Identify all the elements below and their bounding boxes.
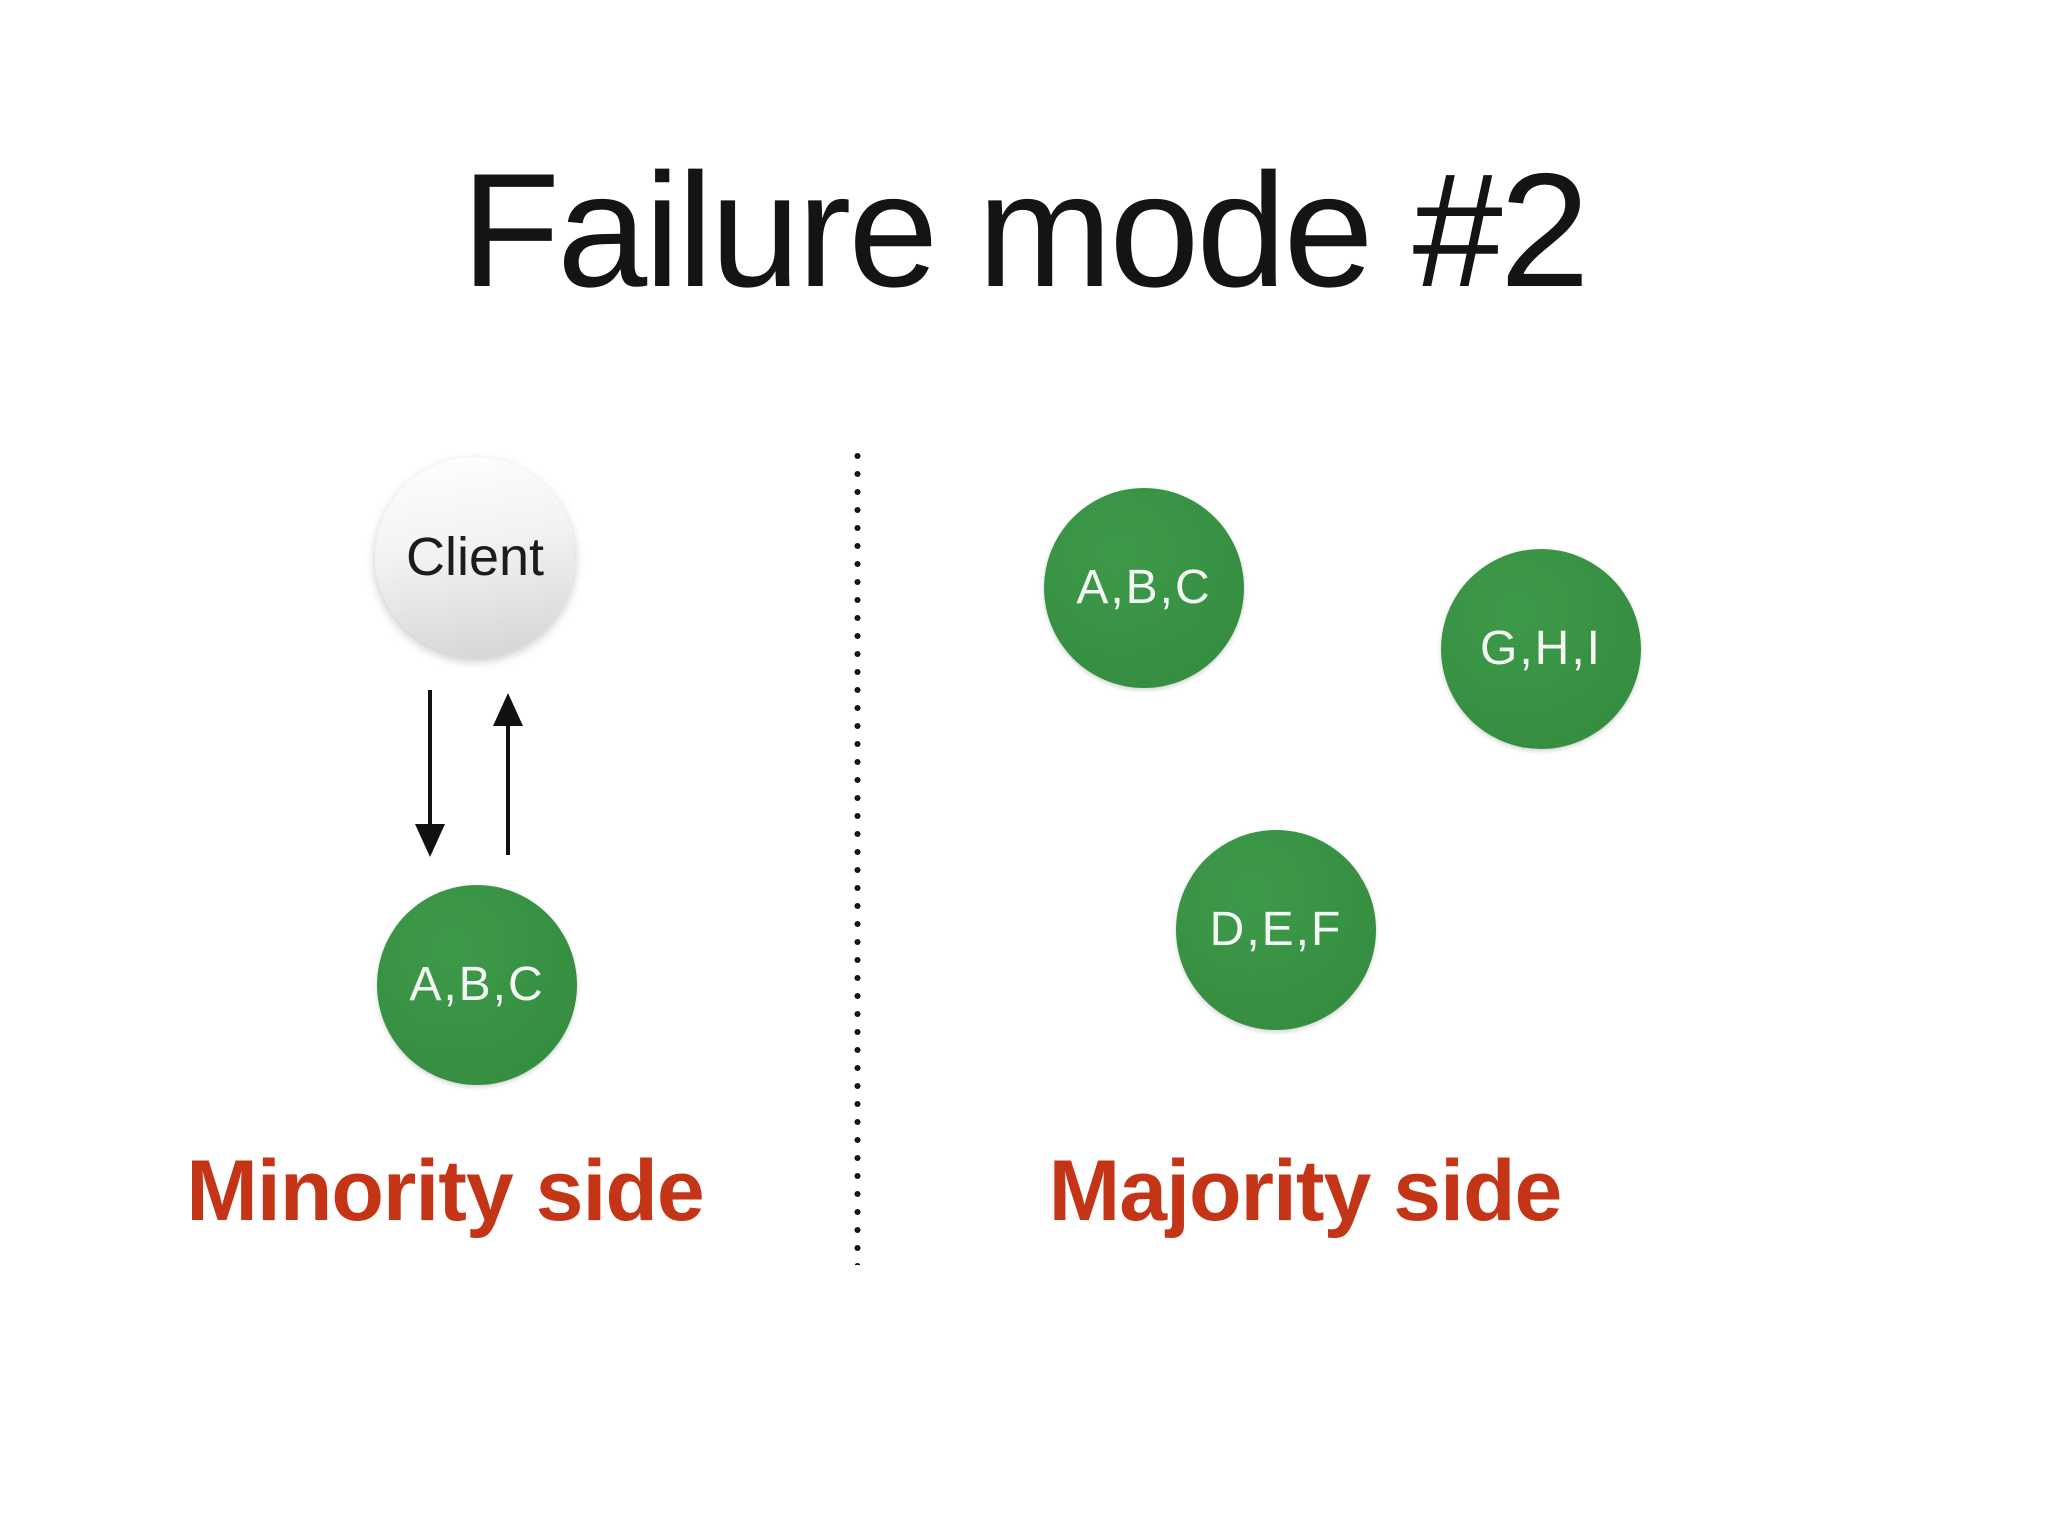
replica-node-minority-label: A,B,C xyxy=(409,958,545,1011)
arrow-down-icon xyxy=(415,690,445,857)
replica-node-def: D,E,F xyxy=(1176,830,1376,1030)
replica-node-ghi: G,H,I xyxy=(1441,549,1641,749)
replica-node-def-label: D,E,F xyxy=(1209,903,1343,956)
arrow-up-icon xyxy=(493,693,523,855)
replica-node-ghi-label: G,H,I xyxy=(1479,622,1602,675)
slide-title: Failure mode #2 xyxy=(461,140,1590,321)
client-node: Client xyxy=(375,457,575,657)
replica-node-minority: A,B,C xyxy=(377,885,577,1085)
majority-side-label: Majority side xyxy=(1048,1143,1563,1239)
dotted-divider-line xyxy=(854,447,861,1265)
replica-node-abc: A,B,C xyxy=(1044,488,1244,688)
minority-side-label: Minority side xyxy=(186,1143,704,1239)
client-node-label: Client xyxy=(405,527,545,587)
replica-node-abc-label: A,B,C xyxy=(1076,561,1212,614)
client-node-arrows xyxy=(415,690,523,857)
